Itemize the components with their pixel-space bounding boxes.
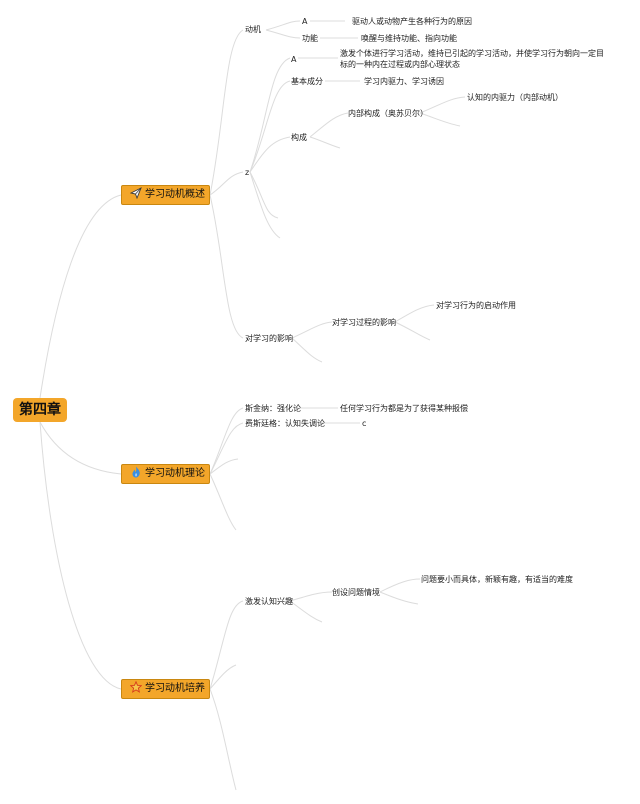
node-basic-text[interactable]: 学习内驱力、学习诱因: [364, 77, 444, 86]
link-overview-effect: [209, 194, 244, 339]
node-skinner[interactable]: 斯金纳：强化论: [245, 404, 301, 413]
node-cognitive[interactable]: 认知的内驱力（内部动机）: [467, 93, 563, 102]
node-interest[interactable]: 激发认知兴趣: [245, 597, 293, 606]
node-structure[interactable]: 构成: [291, 133, 307, 142]
node-situation-text[interactable]: 问题要小而具体，新颖有趣，有适当的难度: [421, 575, 573, 584]
paper-plane-icon: [130, 187, 142, 199]
node-motive-a-text[interactable]: 驱动人或动物产生各种行为的原因: [352, 17, 472, 26]
node-function-text[interactable]: 唤醒与维持功能、指向功能: [361, 34, 457, 43]
link-root-overview: [39, 194, 122, 399]
node-situation[interactable]: 创设问题情境: [332, 588, 380, 597]
node-study-a[interactable]: A: [291, 55, 297, 64]
node-motive-a[interactable]: A: [302, 17, 308, 26]
node-basic[interactable]: 基本成分: [291, 77, 323, 86]
node-inner[interactable]: 内部构成（奥苏贝尔）: [348, 109, 428, 118]
node-skinner-text[interactable]: 任何学习行为都是为了获得某种报偿: [340, 404, 468, 413]
node-z[interactable]: z: [245, 168, 250, 177]
topic-overview-label: 学习动机概述: [145, 189, 205, 200]
node-process[interactable]: 对学习过程的影响: [332, 318, 396, 327]
link-root-cultivate: [39, 421, 122, 690]
node-study-a-text[interactable]: 激发个体进行学习活动，维持已引起的学习活动，并使学习行为朝向一定目标的一种内在过…: [340, 49, 604, 69]
topic-overview[interactable]: 学习动机概述: [121, 185, 210, 205]
node-motive[interactable]: 动机: [245, 25, 261, 34]
star-icon: [130, 681, 142, 693]
link-root-theory: [39, 421, 122, 475]
link-overview-motive: [209, 29, 244, 196]
topic-theory-label: 学习动机理论: [145, 468, 205, 479]
topic-cultivate[interactable]: 学习动机培养: [121, 679, 210, 699]
node-festinger[interactable]: 费斯廷格：认知失调论: [245, 419, 325, 428]
topic-cultivate-label: 学习动机培养: [145, 683, 205, 694]
root-topic[interactable]: 第四章: [13, 398, 67, 422]
node-c[interactable]: c: [362, 419, 367, 428]
node-function[interactable]: 功能: [302, 34, 318, 43]
flame-icon: [132, 466, 140, 478]
node-start[interactable]: 对学习行为的启动作用: [436, 301, 516, 310]
node-effect[interactable]: 对学习的影响: [245, 334, 293, 343]
link-overview-z: [209, 171, 244, 196]
topic-theory[interactable]: 学习动机理论: [121, 464, 210, 484]
